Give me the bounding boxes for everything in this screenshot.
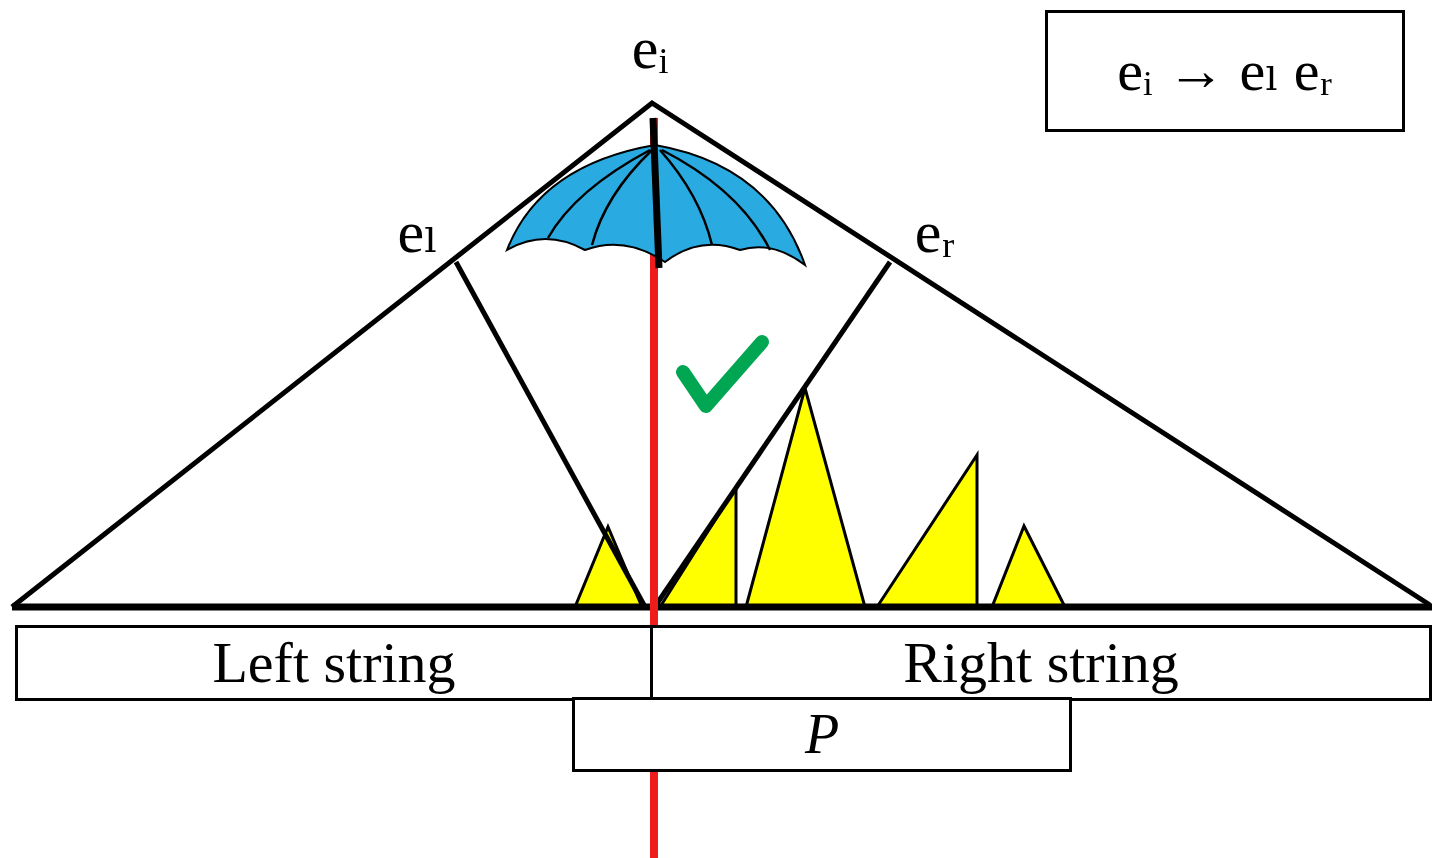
box-text: P: [805, 704, 839, 766]
rule-box: eᵢ → eₗ eᵣ: [1045, 10, 1405, 132]
outer-triangle: [12, 103, 1430, 607]
subtree-triangle: [877, 455, 977, 607]
right-inner-edge: [656, 262, 890, 605]
box-text: Left string: [212, 631, 455, 695]
box-text: Right string: [903, 631, 1179, 695]
yellow-subtrees: [575, 388, 1065, 607]
subtree-triangle: [992, 526, 1065, 607]
vertex-label: eᵢ: [632, 15, 668, 81]
check-mark: [683, 342, 762, 406]
parent-box: P: [572, 697, 1072, 772]
subtree-triangle: [746, 388, 865, 607]
vertex-label: eᵣ: [915, 199, 955, 265]
box-text: eᵢ → eₗ eᵣ: [1117, 39, 1333, 103]
base-line: [12, 604, 1432, 611]
left-inner-edge: [456, 262, 644, 605]
vertex-label: eₗ: [397, 199, 438, 265]
tree-triangles: [12, 103, 1430, 607]
string-box: Right string: [650, 625, 1432, 701]
string-box: Left string: [15, 625, 653, 701]
umbrella-icon: [507, 118, 805, 268]
umbrella-handle: [653, 118, 659, 268]
